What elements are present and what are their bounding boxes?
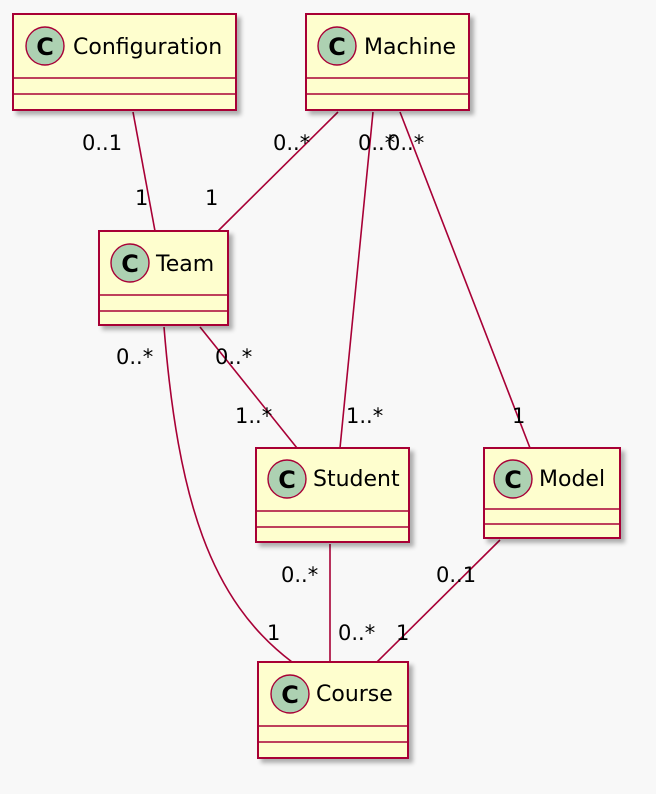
class-stereotype-icon: [25, 26, 65, 66]
association-lines: [132, 111, 531, 663]
mult-machine-student-to: 1..*: [346, 404, 383, 428]
class-stereotype-letter: C: [328, 33, 346, 61]
assoc-team-student-line: [199, 326, 298, 449]
class-stereotype-letter: C: [278, 466, 296, 494]
assoc-team-course-line: [163, 326, 293, 663]
class-name: Model: [539, 467, 605, 492]
class-name: Course: [316, 682, 393, 707]
class-stereotype-letter: C: [504, 466, 522, 494]
multiplicity-labels: 0..1 1 0..* 1 0..* 1..* 0..* 1 0..* 1..*…: [82, 131, 525, 645]
assoc-machine-team-line: [217, 111, 339, 232]
mult-machine-team-from: 0..*: [273, 131, 310, 155]
mult-team-student-from: 0..*: [215, 345, 252, 369]
mult-machine-model-from: 0..*: [387, 131, 424, 155]
mult-team-course-from: 0..*: [116, 345, 153, 369]
class-stereotype-icon: [493, 459, 533, 499]
class-name: Configuration: [73, 35, 222, 60]
assoc-configuration-team-line: [132, 111, 156, 232]
class-team[interactable]: C Team: [98, 230, 229, 326]
class-name: Team: [155, 252, 214, 277]
mult-student-course-from: 0..*: [281, 563, 318, 587]
class-stereotype-icon: [267, 459, 307, 499]
class-machine[interactable]: C Machine: [305, 13, 470, 111]
mult-team-student-to: 1..*: [235, 404, 272, 428]
mult-configuration-team-to: 1: [135, 186, 148, 210]
class-stereotype-icon: [110, 243, 150, 283]
class-configuration[interactable]: C Configuration: [12, 13, 237, 111]
class-stereotype-letter: C: [36, 33, 54, 61]
mult-machine-team-to: 1: [205, 186, 218, 210]
class-name: Machine: [364, 35, 456, 60]
class-model[interactable]: C Model: [483, 447, 621, 539]
mult-model-course-to: 1: [396, 621, 409, 645]
class-stereotype-letter: C: [121, 250, 139, 278]
class-student[interactable]: C Student: [255, 447, 410, 543]
mult-student-course-to: 0..*: [338, 621, 375, 645]
assoc-machine-model-line: [399, 111, 531, 449]
class-course[interactable]: C Course: [257, 661, 409, 759]
class-name: Student: [313, 467, 400, 492]
assoc-model-course-line: [376, 539, 501, 663]
class-stereotype-icon: [270, 674, 310, 714]
mult-machine-student-from: 0..*: [358, 131, 395, 155]
mult-team-course-to: 1: [267, 621, 280, 645]
mult-machine-model-to: 1: [512, 404, 525, 428]
mult-model-course-from: 0..1: [436, 563, 476, 587]
mult-configuration-team-from: 0..1: [82, 131, 122, 155]
assoc-machine-student-line: [339, 111, 374, 449]
class-stereotype-icon: [317, 26, 357, 66]
class-stereotype-letter: C: [281, 681, 299, 709]
